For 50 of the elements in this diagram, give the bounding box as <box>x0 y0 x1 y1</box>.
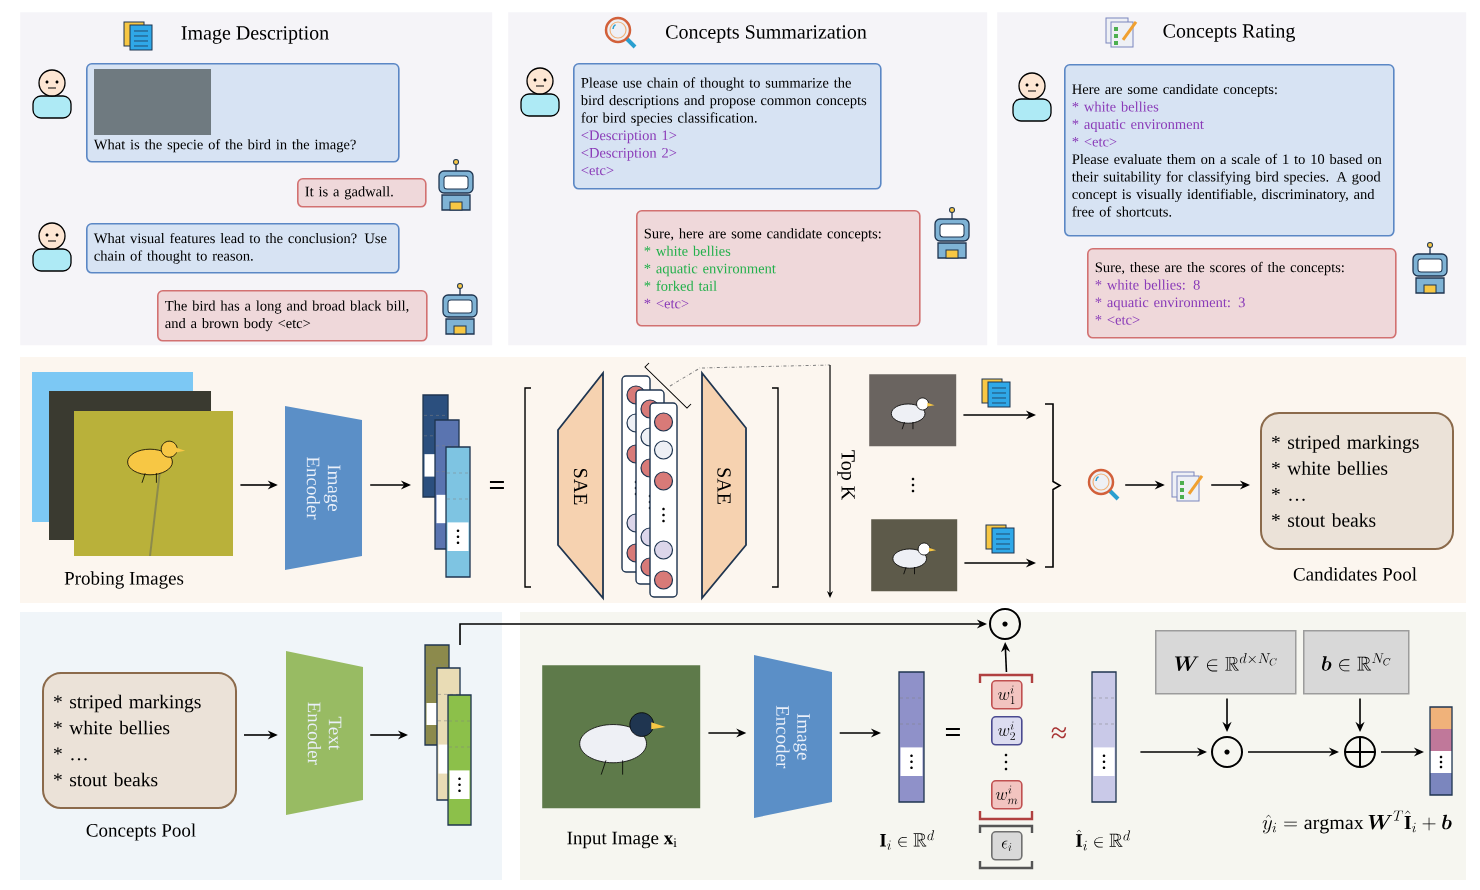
concept-list-box: * striped markings * white bellies * … * stout beaks <box>42 672 237 809</box>
weight-box: $w_{m}^{i}$ <box>991 780 1023 810</box>
panel-heading: Image Description <box>181 26 329 44</box>
approx-sign: ≈ <box>1051 727 1067 739</box>
weight-box: $\epsilon_{i}$ <box>991 831 1023 861</box>
bird-photo <box>869 374 957 447</box>
curly-brace <box>1044 403 1062 568</box>
panel-heading: Concepts Rating <box>1163 24 1295 42</box>
node-label: $\mathbf{I}_{i} \in \mathbb{R}^{d}$ <box>879 830 935 850</box>
node-label: Concepts Pool <box>86 823 196 841</box>
node-label: Probing Images <box>64 571 184 589</box>
axis-label: Top K <box>837 450 855 500</box>
matrix-box: $\boldsymbol{W} \in \mathbb{R}^{d\times N_{C}}$ <box>1155 630 1297 695</box>
weight-box: $w_{1}^{i}$ <box>991 680 1023 710</box>
node-label: Candidates Pool <box>1293 567 1417 581</box>
sum-symbol <box>1344 736 1376 768</box>
node-label: * white bellies <box>1271 461 1388 475</box>
weight-box: $w_{2}^{i}$ <box>991 716 1023 746</box>
node-label: * striped markings <box>53 694 201 713</box>
chat-bubble: Sure, here are some candidate concepts: * white bellies * aquatic environment * forked tail * <etc> <box>636 210 921 327</box>
equals-sign: = <box>945 728 960 737</box>
dot-product-symbol <box>1211 736 1243 768</box>
node-label: * stout beaks <box>53 772 158 787</box>
formula: $\hat{y}_{i} = \operatorname{argmax} \boldsymbol{W}^{T}\hat{\mathbf{I}}_{i} + \boldsymbol{b}$ <box>1262 810 1452 834</box>
equals-sign: = <box>489 481 504 490</box>
encoder-trapezoid: Image Encoder <box>285 406 362 570</box>
node-label: $\hat{\mathbf{I}}_{i} \in \mathbb{R}^{d}$ <box>1075 829 1131 851</box>
chat-bubble: What visual features lead to the conclusion? Use chain of thought to reason. <box>86 223 400 274</box>
node-label: * white bellies <box>53 720 170 735</box>
node-label: Input Image x$_{i}$ <box>567 831 677 849</box>
chat-bubble: Sure, these are the scores of the concepts: * white bellies: 8 * aquatic environment: 3 * <etc> <box>1087 248 1397 339</box>
node-label: * … <box>53 747 87 761</box>
output-vector <box>1429 706 1453 796</box>
node-label: * striped markings <box>1271 435 1419 453</box>
panel-heading: Concepts Summarization <box>666 25 867 43</box>
chat-bubble: Here are some candidate concepts: * white bellies * aquatic environment * <etc> Please evaluate them on a scale of 1 to 10 based on their suitability for classifying bird species. A good concept is visually identifiable, discriminatory, and free of shortcuts. <box>1064 64 1395 237</box>
node-label: * stout beaks <box>1271 513 1376 527</box>
encoder-trapezoid: Image Encoder <box>754 655 832 818</box>
feature-vector-stack <box>424 644 472 826</box>
dot-product-symbol <box>989 608 1021 640</box>
concept-list-box: * striped markings * white bellies * … * stout beaks <box>1260 412 1454 550</box>
chat-bubble: Please use chain of thought to summarize the bird descriptions and propose common concepts for bird species classification. <Description 1> <Description 2> <etc> <box>573 63 882 190</box>
checklist-icon <box>1171 471 1204 502</box>
node-label: * … <box>1271 487 1305 501</box>
chat-bubble: It is a gadwall. <box>297 178 427 208</box>
matrix-box: $\boldsymbol{b} \in \mathbb{R}^{N_{C}}$ <box>1303 630 1410 695</box>
bird-photo <box>871 519 958 592</box>
chat-bubble: The bird has a long and broad black bill, and a brown body <etc> <box>157 290 428 342</box>
magnifier-icon <box>1087 468 1120 501</box>
feature-vector-stack <box>422 394 471 578</box>
